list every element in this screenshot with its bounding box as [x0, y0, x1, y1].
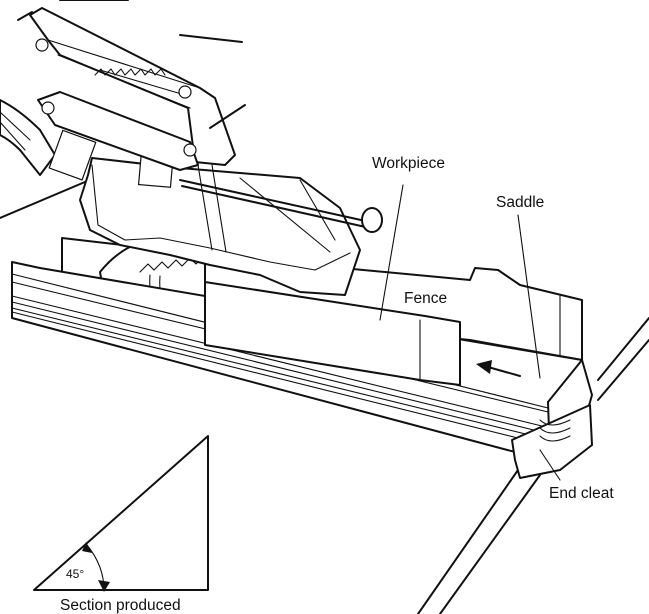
saw-arm-linkage: [17, 0, 246, 171]
label-workpiece: Workpiece: [372, 155, 445, 172]
label-saddle: Saddle: [496, 194, 544, 211]
leader-lines: [379, 184, 561, 481]
dust-hose: [0, 99, 97, 181]
section-triangle: [33, 435, 209, 592]
feed-direction-arrow: [476, 360, 521, 377]
handle-rod: [179, 179, 383, 233]
label-end-cleat: End cleat: [549, 485, 614, 502]
label-section-produced: Section produced: [60, 597, 181, 614]
end-cleat: [511, 404, 593, 479]
label-fence: Fence: [404, 290, 447, 307]
workpiece: [204, 281, 461, 386]
angle-label: 45°: [66, 567, 84, 581]
